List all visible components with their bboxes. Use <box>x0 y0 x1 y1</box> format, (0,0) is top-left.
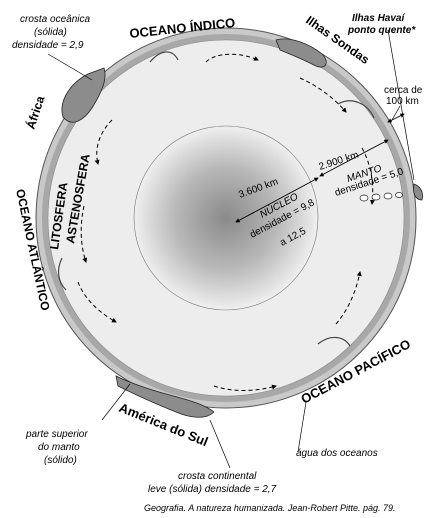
label-solido: (sólido) <box>44 455 77 466</box>
label-africa: África <box>23 94 48 131</box>
label-ponto-quente: ponto quente* <box>347 25 416 36</box>
leader-lines <box>47 29 415 469</box>
label-cerca-de: cerca de <box>384 85 423 96</box>
source-caption: Geografia. A natureza humanizada. Jean-R… <box>144 503 396 513</box>
label-crosta-solida: (sólida) <box>34 27 67 38</box>
label-densidade-29: densidade = 2,9 <box>12 40 84 51</box>
label-crosta-continental: crosta continental <box>178 471 257 482</box>
lithosphere-thickness-line <box>387 113 405 123</box>
label-agua-dos-oceanos: água dos oceanos <box>296 448 378 459</box>
hotspot-bubbles <box>359 192 403 202</box>
label-100-km: 100 km <box>386 96 419 107</box>
africa-continent <box>61 67 106 123</box>
label-do-manto: do manto <box>38 442 80 453</box>
label-crosta-oceanica: crosta oceânica <box>20 14 90 25</box>
label-leve-solida: leve (sólida) densidade = 2,7 <box>148 484 277 495</box>
core-radius-line <box>235 177 319 223</box>
plate-edge-top <box>149 51 179 63</box>
south-america-continent <box>115 375 215 418</box>
hawaii-hotspot-island <box>413 183 423 201</box>
label-ilhas-havai: Ilhas Havaí <box>352 13 405 24</box>
label-parte-superior: parte superior <box>25 429 88 440</box>
plate-edge-bottom <box>317 336 351 347</box>
plate-edge-right <box>337 100 375 119</box>
mantle-thickness-line <box>319 139 389 177</box>
plate-edge-left <box>57 257 67 291</box>
asia-continent <box>275 38 327 68</box>
